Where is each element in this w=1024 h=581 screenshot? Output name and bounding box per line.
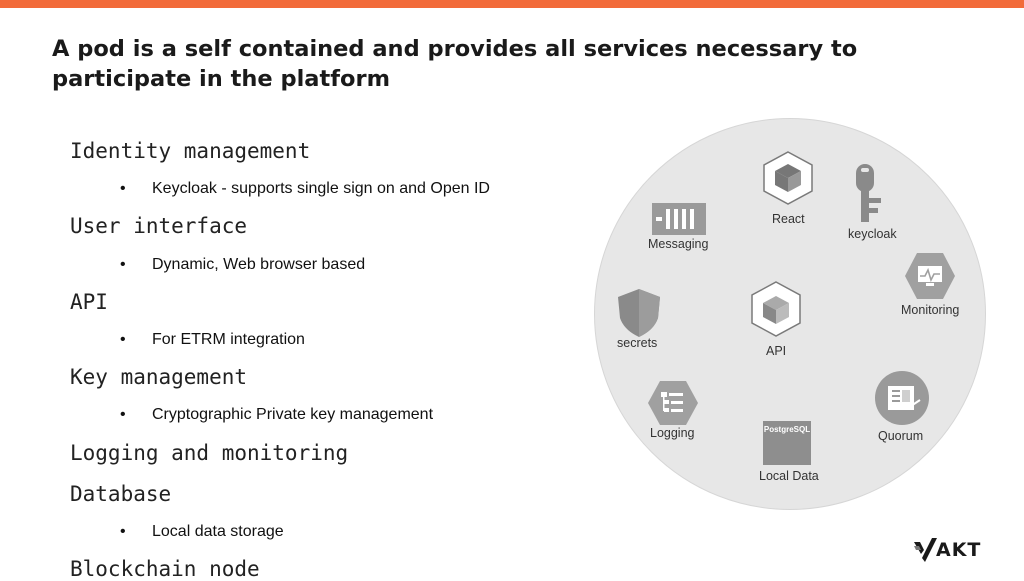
top-accent-bar [0, 0, 1024, 8]
react-cube-icon [763, 151, 813, 205]
label-logging: Logging [650, 426, 695, 440]
sub-item-cryptographic: •Cryptographic Private key management [120, 406, 434, 423]
secrets-shield-icon [618, 289, 660, 337]
heading-database: Database [70, 482, 172, 506]
messaging-queue-icon [652, 203, 706, 235]
slide-title: A pod is a self contained and provides a… [52, 36, 858, 92]
label-monitoring: Monitoring [901, 303, 960, 317]
company-logo: AKT [912, 536, 986, 564]
quorum-icon [875, 371, 929, 425]
heading-identity-management: Identity management [70, 139, 311, 163]
label-secrets: secrets [617, 336, 658, 350]
heading-api: API [70, 290, 108, 314]
sub-item-keycloak: •Keycloak - supports single sign on and … [120, 180, 490, 197]
label-react: React [772, 212, 805, 226]
postgresql-database-icon: PostgreSQL [763, 421, 811, 465]
postgresql-badge-text: PostgreSQL [764, 425, 810, 434]
api-cube-icon [751, 281, 801, 337]
logging-icon [648, 381, 698, 425]
heading-logging-monitoring: Logging and monitoring [70, 441, 349, 465]
label-api: API [766, 344, 787, 358]
vakt-logo-mark [914, 538, 937, 562]
heading-blockchain-node: Blockchain node [70, 557, 260, 581]
monitoring-icon [905, 253, 955, 299]
logo-text: AKT [936, 539, 982, 561]
label-messaging: Messaging [648, 237, 709, 251]
label-local-data: Local Data [759, 469, 819, 483]
sub-item-local-data: •Local data storage [120, 523, 284, 540]
sub-item-dynamic-web: •Dynamic, Web browser based [120, 256, 366, 273]
heading-user-interface: User interface [70, 214, 248, 238]
label-keycloak: keycloak [848, 227, 897, 241]
keycloak-key-icon [856, 164, 881, 222]
sub-item-etrm: •For ETRM integration [120, 331, 305, 348]
heading-key-management: Key management [70, 365, 248, 389]
label-quorum: Quorum [878, 429, 924, 443]
